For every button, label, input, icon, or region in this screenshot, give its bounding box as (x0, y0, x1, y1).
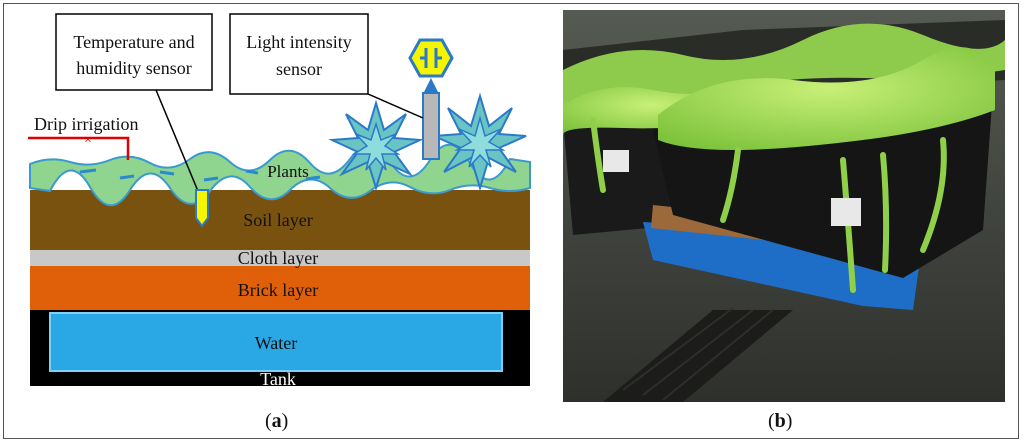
caption-b-letter: b (774, 410, 786, 432)
drainage-mat-ridges (622, 307, 774, 401)
light-sensor-label-line1: Light intensity (246, 32, 352, 52)
temp-sensor-label-box (55, 13, 213, 91)
tray-tag (831, 198, 861, 226)
light-sensor-label-line2: sensor (276, 59, 322, 79)
plant-leaf-marks (79, 168, 321, 182)
light-sensor-head-icon (408, 38, 454, 78)
brick-layer (30, 266, 530, 310)
background-plants (563, 23, 1005, 110)
light-sensor-leader (367, 93, 424, 119)
tank-label: Tank (260, 369, 296, 389)
plants-label: Plants (267, 162, 309, 181)
caption-a: (a) (265, 410, 289, 432)
drip-irrigation-mark: × (84, 133, 92, 148)
panel-a-diagram: Light intensity sensor Temperature and h… (28, 13, 531, 389)
cloth-label: Cloth layer (238, 248, 318, 268)
water-layer (49, 312, 503, 372)
light-sensor-cap (424, 78, 438, 92)
temp-sensor-label-line1: Temperature and (73, 32, 194, 52)
spiky-plant-icon (328, 99, 424, 192)
caption-b: (b) (768, 410, 793, 432)
panel-b-photo (563, 10, 1005, 402)
temp-sensor-probe-icon (195, 189, 209, 228)
figure-frame (3, 3, 1019, 439)
drip-irrigation-pipe (28, 136, 130, 160)
cloth-layer (30, 250, 530, 266)
caption-a-letter: a (271, 410, 282, 432)
light-sensor-pole (422, 92, 440, 160)
temp-sensor-leader (155, 89, 201, 197)
light-sensor-label-box (229, 13, 369, 95)
trailing-stems (590, 117, 947, 293)
tray-tag (603, 150, 629, 172)
spiky-plant-icon (433, 92, 527, 192)
water-label: Water (255, 333, 298, 353)
soil-label: Soil layer (243, 210, 313, 230)
temp-sensor-label-line2: humidity sensor (76, 58, 192, 78)
drip-irrigation-label: Drip irrigation (34, 114, 138, 134)
light-sensor-symbol (420, 48, 442, 68)
brick-label: Brick layer (238, 280, 318, 300)
main-tray-plants (658, 47, 995, 151)
